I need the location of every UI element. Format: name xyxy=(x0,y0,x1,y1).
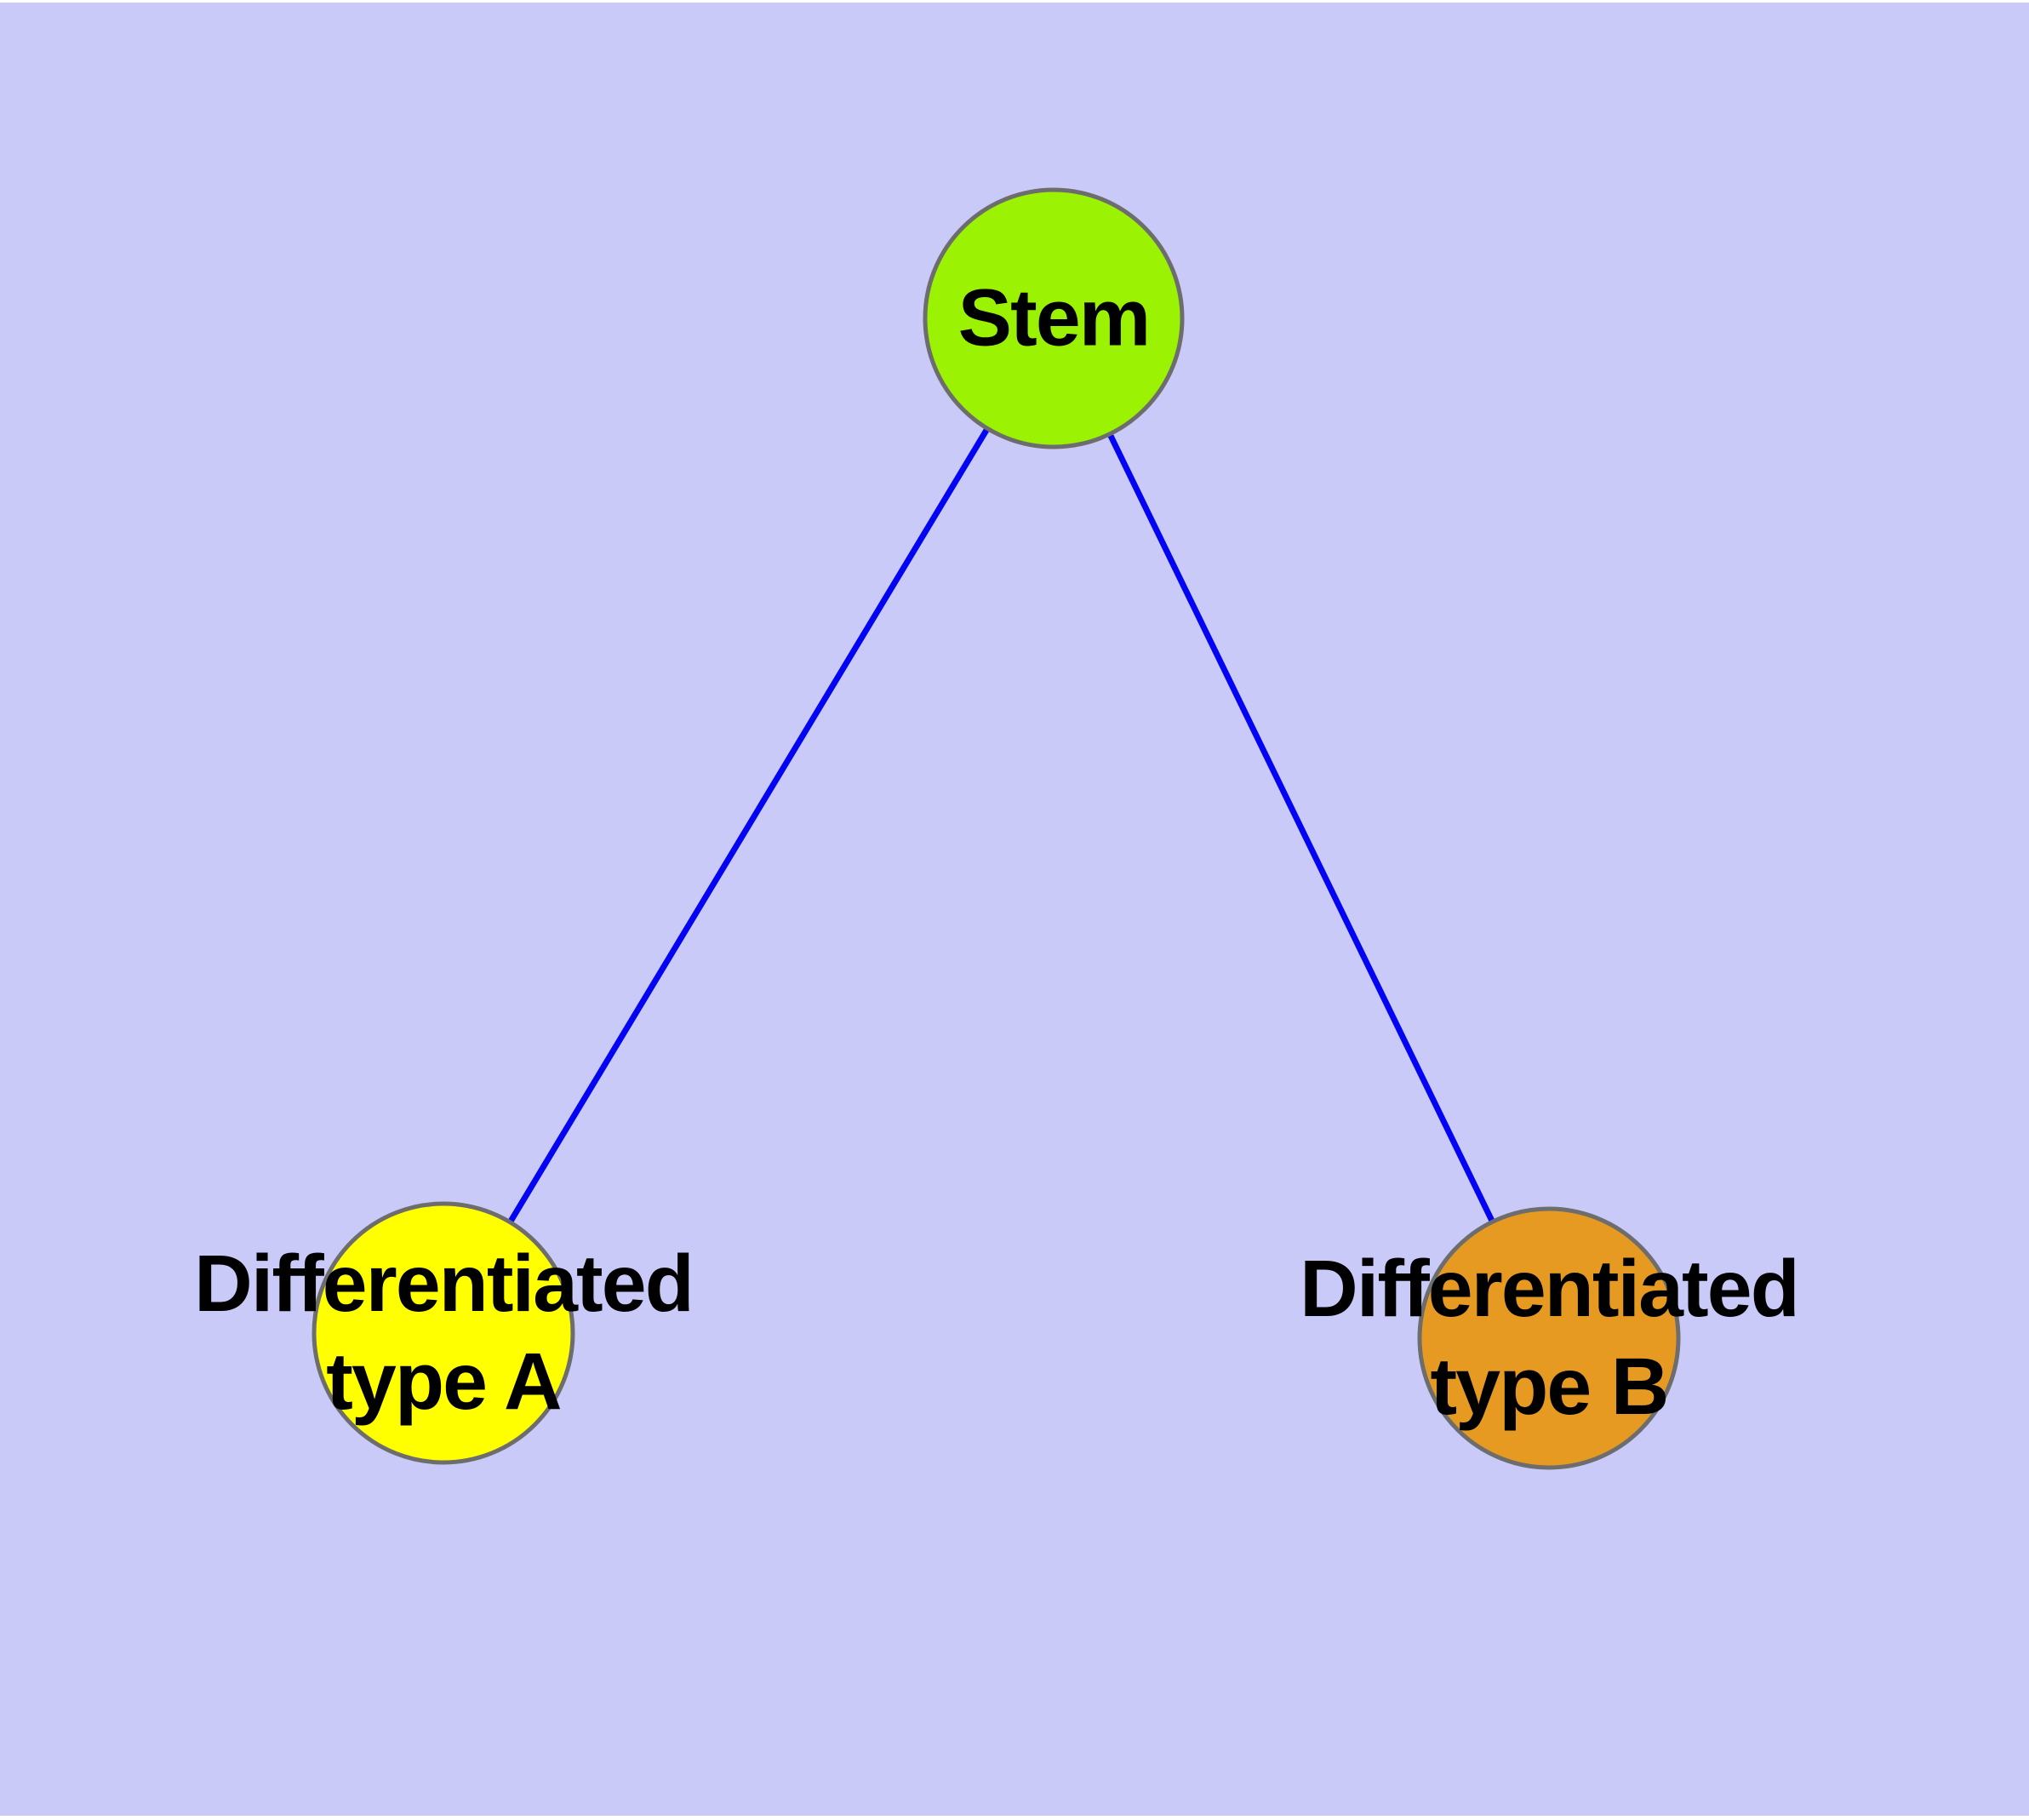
node-differentiated-type-b-label: Differentiated type B xyxy=(1300,1244,1800,1432)
node-stem-circle xyxy=(923,187,1185,449)
node-differentiated-type-b-circle xyxy=(1417,1206,1681,1470)
edge-stem-to-type-b xyxy=(1050,317,1552,1340)
edge-stem-to-type-a xyxy=(441,317,1056,1335)
node-differentiated-type-a-circle xyxy=(311,1201,575,1465)
node-differentiated-type-a-label: Differentiated type A xyxy=(194,1239,694,1427)
node-stem-label: Stem xyxy=(957,272,1152,363)
